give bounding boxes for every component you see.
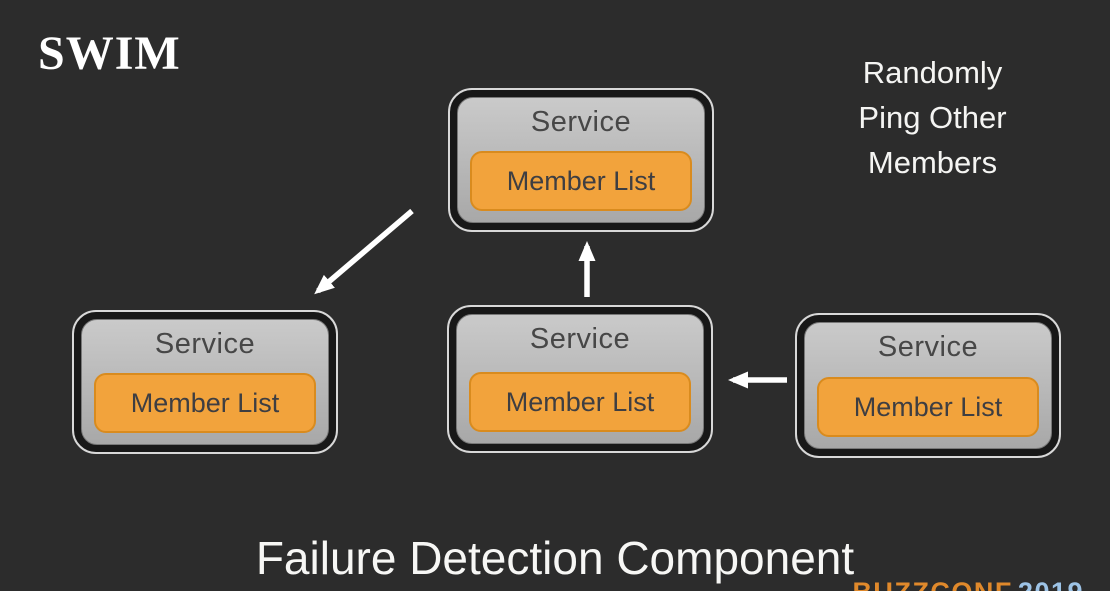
service-node-body: Service Member List [804,322,1052,449]
service-node-body: Service Member List [456,314,704,444]
service-label: Service [530,106,632,138]
member-list-label: Member List [853,391,1003,422]
service-node-top: Service Member List [448,88,714,232]
conference-logo-primary: BUZZCONF [852,577,1012,591]
member-list-label: Member List [505,386,655,417]
service-node-left: Service Member List [72,310,338,454]
member-list-label: Member List [506,165,656,196]
annotation-line: Members [867,145,998,180]
service-node-body: Service Member List [81,319,329,445]
service-label: Service [154,328,256,360]
caption-failure-detection: Failure Detection Component [255,532,855,584]
service-node-body: Service Member List [457,97,705,223]
member-list-box: Member List [469,372,691,432]
member-list-box: Member List [817,377,1039,437]
service-node-right: Service Member List [795,313,1061,458]
annotation-line: Randomly [862,55,1003,90]
member-list-box: Member List [94,373,316,433]
arrow-top-to-left [314,208,414,295]
service-label: Service [877,331,979,363]
conference-logo: BUZZCONF 2019 [852,577,1084,591]
annotation-randomly-ping: Randomly Ping Other Members [840,50,1025,185]
conference-logo-year: 2019 [1018,577,1084,591]
annotation-line: Ping Other [858,100,1007,135]
service-node-middle: Service Member List [447,305,713,453]
member-list-box: Member List [470,151,692,211]
member-list-label: Member List [130,387,280,418]
service-label: Service [529,323,631,355]
slide-title: SWIM [38,27,181,80]
